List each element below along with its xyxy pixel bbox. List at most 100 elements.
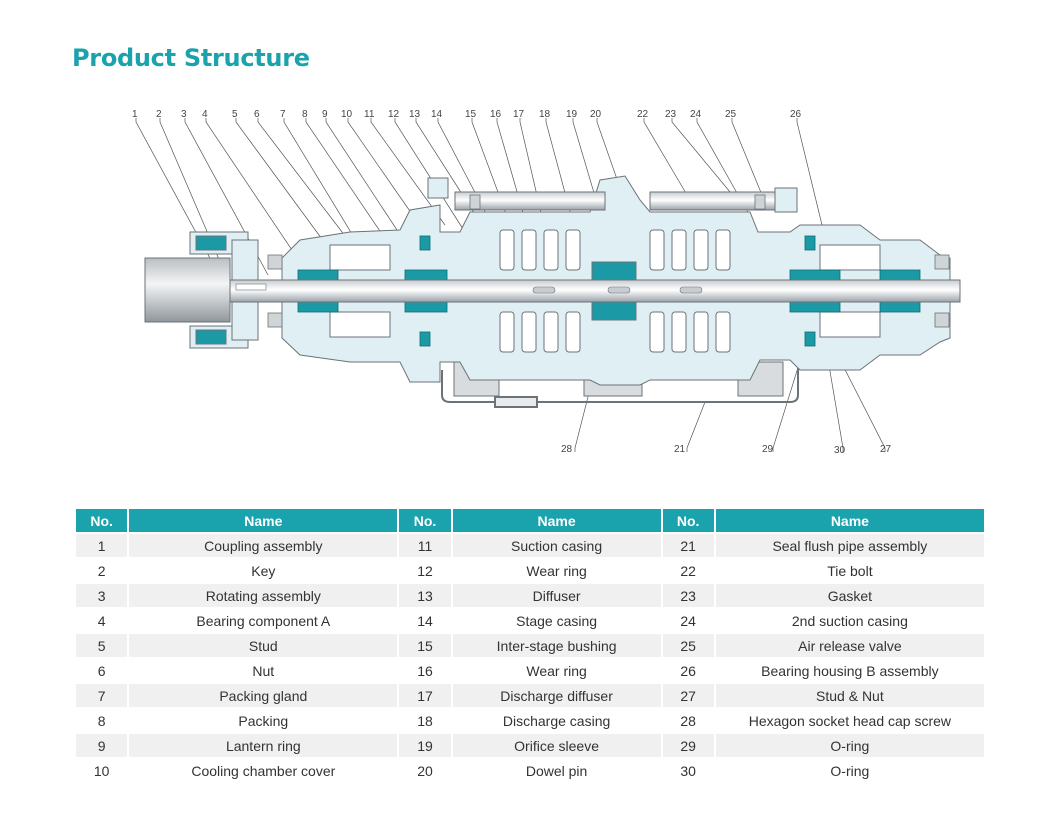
callout-24: 24 — [690, 109, 702, 120]
cell-name: Key — [129, 559, 398, 582]
callout-19: 19 — [566, 109, 578, 120]
callout-25: 25 — [725, 109, 737, 120]
callout-12: 12 — [388, 109, 400, 120]
cell-no: 17 — [399, 684, 451, 707]
cell-no: 19 — [399, 734, 451, 757]
cell-name: Tie bolt — [715, 559, 984, 582]
cell-name: O-ring — [715, 734, 984, 757]
parts-table: No. Name No. Name No. Name 1 Coupling as… — [74, 507, 986, 784]
cell-name: Suction casing — [452, 534, 661, 557]
seal-components — [297, 235, 921, 347]
callout-5: 5 — [232, 109, 238, 120]
table-row: 8 Packing 18 Discharge casing 28 Hexagon… — [76, 709, 984, 732]
callout-7: 7 — [280, 109, 286, 120]
callout-3: 3 — [181, 109, 187, 120]
pump-cross-section-diagram: 1 2 3 4 5 6 7 8 9 10 11 12 13 14 15 16 1… — [132, 109, 961, 456]
shaft-keyways — [532, 286, 703, 294]
cell-no: 16 — [399, 659, 451, 682]
callout-21: 21 — [674, 444, 686, 455]
cell-name: O-ring — [715, 759, 984, 782]
cell-name: Inter-stage bushing — [452, 634, 661, 657]
callout-23: 23 — [665, 109, 677, 120]
seal-flush-pipe — [441, 362, 799, 408]
cell-no: 26 — [662, 659, 714, 682]
table-header-row: No. Name No. Name No. Name — [76, 509, 984, 532]
cell-no: 27 — [662, 684, 714, 707]
callout-13: 13 — [409, 109, 421, 120]
cell-name: Air release valve — [715, 634, 984, 657]
cell-no: 15 — [399, 634, 451, 657]
cell-no: 14 — [399, 609, 451, 632]
cell-no: 2 — [76, 559, 128, 582]
cell-no: 4 — [76, 609, 128, 632]
callout-22: 22 — [637, 109, 649, 120]
cell-name: Stud — [129, 634, 398, 657]
header-no-2: No. — [399, 509, 451, 532]
cell-name: Coupling assembly — [129, 534, 398, 557]
table-row: 4 Bearing component A 14 Stage casing 24… — [76, 609, 984, 632]
callout-15: 15 — [465, 109, 477, 120]
page-title: Product Structure — [72, 44, 310, 72]
cell-name: Wear ring — [452, 659, 661, 682]
header-no-3: No. — [662, 509, 714, 532]
callout-14: 14 — [431, 109, 443, 120]
cell-no: 5 — [76, 634, 128, 657]
table-row: 1 Coupling assembly 11 Suction casing 21… — [76, 534, 984, 557]
callout-16: 16 — [490, 109, 502, 120]
callout-labels-top: 1 2 3 4 5 6 7 8 9 10 11 12 13 14 15 16 1… — [132, 109, 802, 120]
cell-no: 6 — [76, 659, 128, 682]
callout-8: 8 — [302, 109, 308, 120]
callout-6: 6 — [254, 109, 260, 120]
callout-20: 20 — [590, 109, 602, 120]
table-row: 6 Nut 16 Wear ring 26 Bearing housing B … — [76, 659, 984, 682]
cell-no: 21 — [662, 534, 714, 557]
bolt-heads — [267, 194, 950, 328]
table-row: 10 Cooling chamber cover 20 Dowel pin 30… — [76, 759, 984, 782]
cell-name: Discharge diffuser — [452, 684, 661, 707]
cell-name: Bearing housing B assembly — [715, 659, 984, 682]
cell-no: 30 — [662, 759, 714, 782]
cell-no: 8 — [76, 709, 128, 732]
cell-name: Lantern ring — [129, 734, 398, 757]
callout-28: 28 — [561, 444, 573, 455]
table-row: 3 Rotating assembly 13 Diffuser 23 Gaske… — [76, 584, 984, 607]
callout-27: 27 — [880, 444, 892, 455]
cell-no: 10 — [76, 759, 128, 782]
cell-no: 11 — [399, 534, 451, 557]
callout-30: 30 — [834, 445, 846, 456]
cell-no: 3 — [76, 584, 128, 607]
callout-18: 18 — [539, 109, 551, 120]
cell-name: Stage casing — [452, 609, 661, 632]
callout-10: 10 — [341, 109, 353, 120]
cell-no: 22 — [662, 559, 714, 582]
cell-no: 9 — [76, 734, 128, 757]
callout-26: 26 — [790, 109, 802, 120]
cell-name: Gasket — [715, 584, 984, 607]
header-name-1: Name — [129, 509, 398, 532]
callout-9: 9 — [322, 109, 328, 120]
table-row: 5 Stud 15 Inter-stage bushing 25 Air rel… — [76, 634, 984, 657]
cell-no: 28 — [662, 709, 714, 732]
cell-no: 1 — [76, 534, 128, 557]
cell-no: 7 — [76, 684, 128, 707]
cell-name: Stud & Nut — [715, 684, 984, 707]
table-row: 7 Packing gland 17 Discharge diffuser 27… — [76, 684, 984, 707]
cell-name: Dowel pin — [452, 759, 661, 782]
cell-no: 23 — [662, 584, 714, 607]
cell-name: Seal flush pipe assembly — [715, 534, 984, 557]
callout-1: 1 — [132, 109, 138, 120]
cell-name: Orifice sleeve — [452, 734, 661, 757]
callout-2: 2 — [156, 109, 162, 120]
cell-no: 13 — [399, 584, 451, 607]
header-name-3: Name — [715, 509, 984, 532]
header-no-1: No. — [76, 509, 128, 532]
cell-no: 24 — [662, 609, 714, 632]
cell-no: 12 — [399, 559, 451, 582]
cell-no: 18 — [399, 709, 451, 732]
cell-no: 20 — [399, 759, 451, 782]
cell-name: Packing gland — [129, 684, 398, 707]
shaft-key — [235, 283, 267, 291]
cell-name: Discharge casing — [452, 709, 661, 732]
callout-11: 11 — [364, 109, 375, 120]
cell-name: Packing — [129, 709, 398, 732]
